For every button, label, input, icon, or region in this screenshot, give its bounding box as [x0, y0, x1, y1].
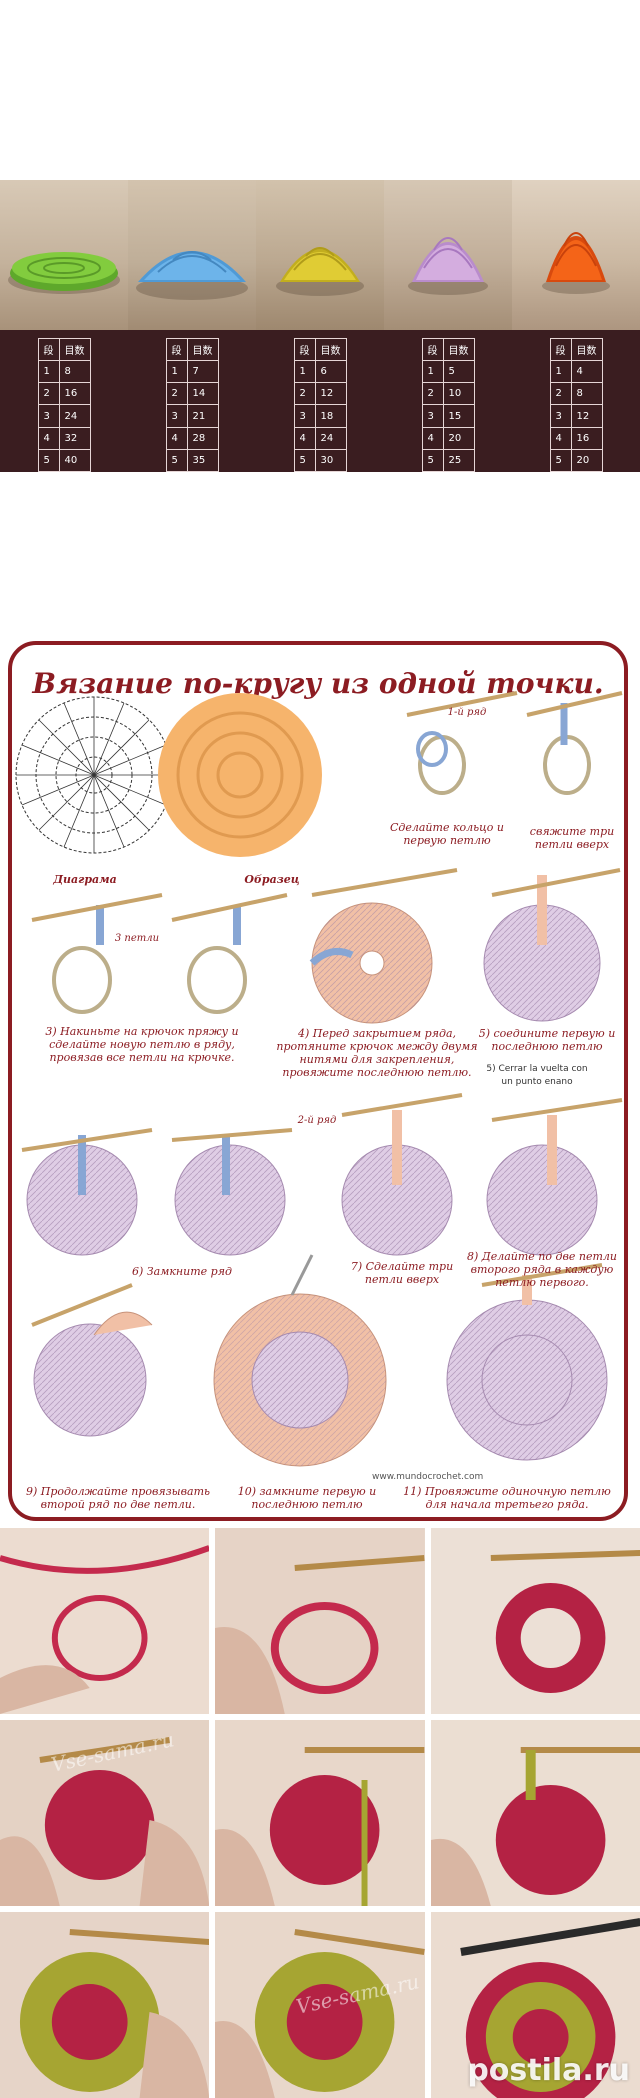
- grid-photo-4: Vse-sama.ru: [0, 1720, 210, 1906]
- grid-photo-1: [0, 1528, 210, 1714]
- step4-round-icon: [309, 868, 458, 1024]
- grid-photo-6: [430, 1720, 640, 1906]
- step3-hook-right-icon: [171, 893, 288, 1014]
- caption-step7: 7) Сделайте три петли вверх: [350, 1260, 454, 1286]
- photo-yellow-dome: [256, 180, 384, 330]
- grid-photo-2: [215, 1528, 425, 1714]
- step11-round-icon: [446, 1263, 608, 1461]
- step8-round-icon: [486, 1098, 623, 1256]
- step6b-round-icon: [171, 1128, 293, 1256]
- crochet-round-instructions-card: Вязание по-кругу из одной точки.: [8, 641, 628, 1521]
- caption-step4: 4) Перед закрытием ряда, протяните крючо…: [276, 1027, 478, 1079]
- step5-round-icon: [483, 868, 621, 1022]
- step3-hook-left-icon: [31, 893, 163, 1014]
- website-credit: www.mundocrochet.com: [372, 1472, 484, 1482]
- stitch-diagram-icon: [15, 696, 173, 854]
- label-sample: Образец: [244, 873, 300, 886]
- step10-round-icon: [213, 1254, 387, 1467]
- photo-blue-dome: [128, 180, 256, 330]
- postila-logo[interactable]: postila.ru: [467, 2053, 630, 2088]
- caption-step2: свяжите три петли вверх: [529, 825, 615, 851]
- caption-step1: Сделайте кольцо и первую петлю: [389, 821, 505, 847]
- caption-step11: 11) Провяжите одиночную петлю для начала…: [403, 1485, 611, 1511]
- grid-photo-8: Vse-sama.ru: [215, 1912, 425, 2098]
- caption-cerrar: 5) Cerrar la vuelta con un punto enano: [486, 1064, 588, 1087]
- caption-step6: 6) Замкните ряд: [132, 1265, 232, 1278]
- photo-orange-cone: [512, 180, 640, 330]
- label-row2: 2-й ряд: [297, 1115, 337, 1126]
- caption-step10: 10) замкните первую и последнюю петлю: [237, 1485, 377, 1511]
- grid-photo-9: postila.ru: [430, 1912, 640, 2098]
- label-row1: 1-й ряд: [447, 707, 487, 718]
- label-three-loops: 3 петли: [114, 933, 160, 944]
- amigurumi-photo-strip: [0, 180, 640, 330]
- caption-step9: 9) Продолжайте провязывать второй ряд по…: [26, 1485, 210, 1511]
- grid-photo-7: [0, 1912, 210, 2098]
- step7-round-icon: [341, 1093, 463, 1256]
- step9-round-icon: [31, 1283, 153, 1437]
- step6a-round-icon: [21, 1128, 153, 1256]
- instruction-illustrations: [15, 691, 623, 1467]
- sample-circle-icon: [158, 693, 322, 857]
- photo-lilac-cone: [384, 180, 512, 330]
- crochet-photo-grid: Vse-sama.ru: [0, 1528, 640, 2098]
- grid-photo-5: [215, 1720, 425, 1906]
- step1-ring-icon: [406, 691, 518, 795]
- step2-ring-icon: [526, 691, 623, 795]
- label-diagram: Диаграма: [53, 873, 117, 886]
- photo-green-disc: [0, 180, 128, 330]
- caption-step3: 3) Накиньте на крючок пряжу и сделайте н…: [45, 1025, 239, 1064]
- caption-step8: 8) Делайте по две петли второго ряда в к…: [466, 1250, 618, 1289]
- caption-step5: 5) соедините первую и последнюю петлю: [478, 1027, 616, 1053]
- grid-photo-3: [430, 1528, 640, 1714]
